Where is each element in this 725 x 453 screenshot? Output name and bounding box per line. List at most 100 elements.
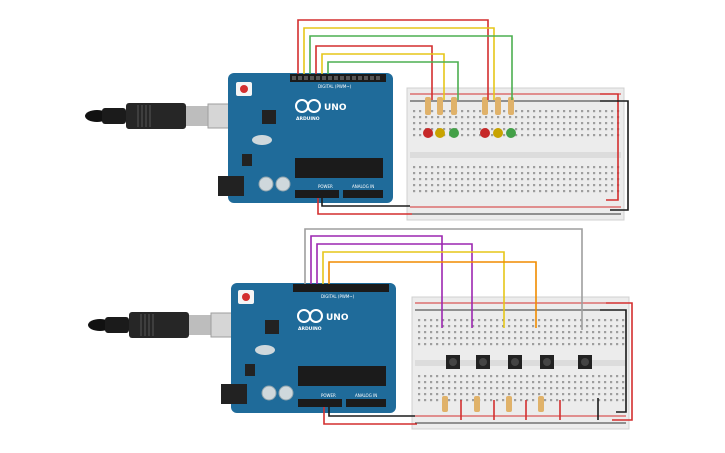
- pushbutton-icon[interactable]: [476, 355, 490, 369]
- breadboard-hole: [496, 375, 499, 378]
- breadboard-hole: [538, 393, 541, 396]
- breadboard-hole: [508, 343, 511, 346]
- breadboard-hole: [551, 172, 554, 175]
- breadboard-hole: [443, 178, 446, 181]
- breadboard-hole: [478, 387, 481, 390]
- breadboard-hole: [478, 319, 481, 322]
- pushbutton-icon[interactable]: [446, 355, 460, 369]
- wire: [606, 302, 633, 421]
- breadboard-hole: [539, 184, 542, 187]
- breadboard-hole: [544, 331, 547, 334]
- breadboard-hole: [581, 128, 584, 131]
- breadboard-hole: [539, 128, 542, 131]
- breadboard-hole: [479, 190, 482, 193]
- breadboard-hole: [472, 343, 475, 346]
- wires-top: [297, 19, 629, 215]
- board-brand: ARDUINO: [298, 326, 322, 332]
- breadboard-hole: [515, 172, 518, 175]
- breadboard-hole: [491, 116, 494, 119]
- breadboard-hole: [622, 319, 625, 322]
- breadboard-hole: [569, 128, 572, 131]
- breadboard-hole: [466, 393, 469, 396]
- breadboard-hole: [533, 116, 536, 119]
- breadboard-hole: [436, 331, 439, 334]
- led-icon: [493, 128, 503, 138]
- breadboard-hole: [563, 134, 566, 137]
- arduino-uno-board[interactable]: DIGITAL (PWM~) UNO ARDUINO POWER ANALOG …: [221, 283, 396, 413]
- breadboard-hole: [616, 375, 619, 378]
- breadboard-hole: [521, 172, 524, 175]
- arduino-uno-board[interactable]: DIGITAL (PWM~) UNO ARDUINO P: [218, 73, 393, 203]
- usb-cable-icon[interactable]: [85, 103, 235, 129]
- breadboard-hole: [490, 393, 493, 396]
- breadboard-hole: [419, 190, 422, 193]
- breadboard-hole: [490, 343, 493, 346]
- breadboard-hole: [485, 166, 488, 169]
- breadboard-hole: [604, 343, 607, 346]
- breadboard-hole: [442, 319, 445, 322]
- breadboard-hole: [587, 184, 590, 187]
- wire: [323, 407, 417, 425]
- breadboard-hole: [502, 343, 505, 346]
- pushbutton-icon[interactable]: [578, 355, 592, 369]
- breadboard-hole: [485, 116, 488, 119]
- breadboard-hole: [544, 319, 547, 322]
- breadboard-hole: [478, 375, 481, 378]
- breadboard-hole: [442, 337, 445, 340]
- breadboard-hole: [622, 387, 625, 390]
- breadboard-hole: [610, 331, 613, 334]
- breadboard-hole: [551, 134, 554, 137]
- breadboard-hole: [467, 128, 470, 131]
- breadboard-hole: [568, 325, 571, 328]
- pushbutton-icon[interactable]: [540, 355, 554, 369]
- breadboard-hole: [593, 134, 596, 137]
- breadboard-hole: [611, 184, 614, 187]
- breadboard-hole: [466, 331, 469, 334]
- breadboard-hole: [455, 166, 458, 169]
- breadboard-hole: [539, 134, 542, 137]
- breadboard-hole: [544, 387, 547, 390]
- breadboard-hole: [424, 325, 427, 328]
- breadboard-hole: [448, 399, 451, 402]
- breadboard-hole: [586, 387, 589, 390]
- breadboard-hole: [586, 381, 589, 384]
- breadboard-hole: [443, 116, 446, 119]
- breadboard-hole: [472, 319, 475, 322]
- breadboard-hole: [437, 172, 440, 175]
- breadboard-hole: [526, 331, 529, 334]
- led-icon: [480, 128, 490, 138]
- breadboard-hole: [586, 331, 589, 334]
- breadboard-hole: [448, 325, 451, 328]
- breadboard-hole: [424, 381, 427, 384]
- breadboard-hole: [593, 128, 596, 131]
- usb-cable-icon[interactable]: [88, 312, 238, 338]
- breadboard-hole: [490, 381, 493, 384]
- breadboard-hole: [431, 178, 434, 181]
- breadboard-hole: [532, 399, 535, 402]
- breadboard-hole: [449, 178, 452, 181]
- breadboard-hole: [527, 178, 530, 181]
- power-label: POWER: [321, 393, 336, 398]
- breadboard-hole: [448, 393, 451, 396]
- pushbutton-icon[interactable]: [508, 355, 522, 369]
- breadboard[interactable]: [406, 87, 625, 221]
- breadboard-hole: [545, 116, 548, 119]
- breadboard-hole: [605, 178, 608, 181]
- breadboard-hole: [605, 172, 608, 175]
- breadboard-hole: [461, 134, 464, 137]
- regulator: [242, 154, 252, 166]
- breadboard-hole: [413, 110, 416, 113]
- breadboard-hole: [430, 387, 433, 390]
- breadboard-hole: [467, 110, 470, 113]
- breadboard-hole: [497, 178, 500, 181]
- breadboard-hole: [550, 337, 553, 340]
- breadboard-hole: [436, 387, 439, 390]
- breadboard-hole: [538, 387, 541, 390]
- breadboard-hole: [575, 190, 578, 193]
- breadboard-hole: [425, 190, 428, 193]
- breadboard-hole: [430, 331, 433, 334]
- breadboard-hole: [616, 325, 619, 328]
- breadboard-hole: [611, 172, 614, 175]
- breadboard-hole: [461, 116, 464, 119]
- breadboard-hole: [545, 122, 548, 125]
